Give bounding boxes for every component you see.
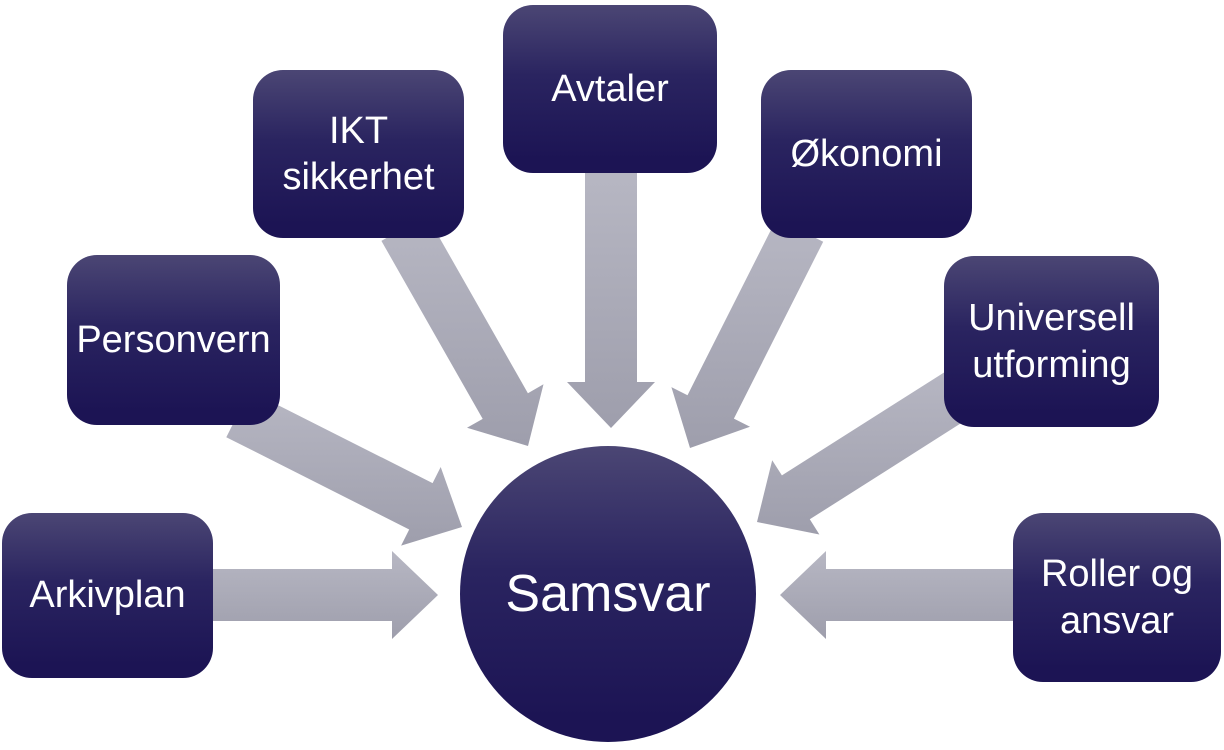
node-samsvar-center: Samsvar: [460, 446, 756, 742]
arrow-from-ikt-sikkerhet: [381, 215, 544, 446]
arrow-from-roller-og-ansvar: [780, 551, 1013, 639]
arrow-from-arkivplan: [213, 551, 438, 639]
node-avtaler: Avtaler: [503, 5, 717, 173]
node-avtaler-label: Avtaler: [551, 67, 669, 110]
arrow-from-universell-utforming: [757, 366, 982, 535]
node-arkivplan: Arkivplan: [2, 513, 213, 678]
node-arkivplan-label: Arkivplan: [29, 574, 186, 617]
arrow-from-avtaler: [567, 168, 655, 428]
arrow-from-personvern: [226, 390, 462, 546]
node-ikt-sikkerhet-label: IKT sikkerhet: [282, 109, 435, 198]
node-universell-utforming: Universell utforming: [944, 256, 1159, 427]
node-ikt-sikkerhet: IKT sikkerhet: [253, 70, 464, 238]
node-personvern-label: Personvern: [76, 318, 271, 361]
node-personvern: Personvern: [67, 255, 280, 425]
node-okonomi: Økonomi: [761, 70, 972, 238]
arrow-from-okonomi: [671, 218, 824, 448]
node-samsvar-label: Samsvar: [505, 565, 711, 623]
node-roller-og-ansvar-label: Roller og ansvar: [1040, 553, 1194, 642]
node-okonomi-label: Økonomi: [790, 132, 943, 175]
node-roller-og-ansvar: Roller og ansvar: [1013, 513, 1221, 682]
node-universell-utforming-label: Universell utforming: [968, 297, 1135, 386]
